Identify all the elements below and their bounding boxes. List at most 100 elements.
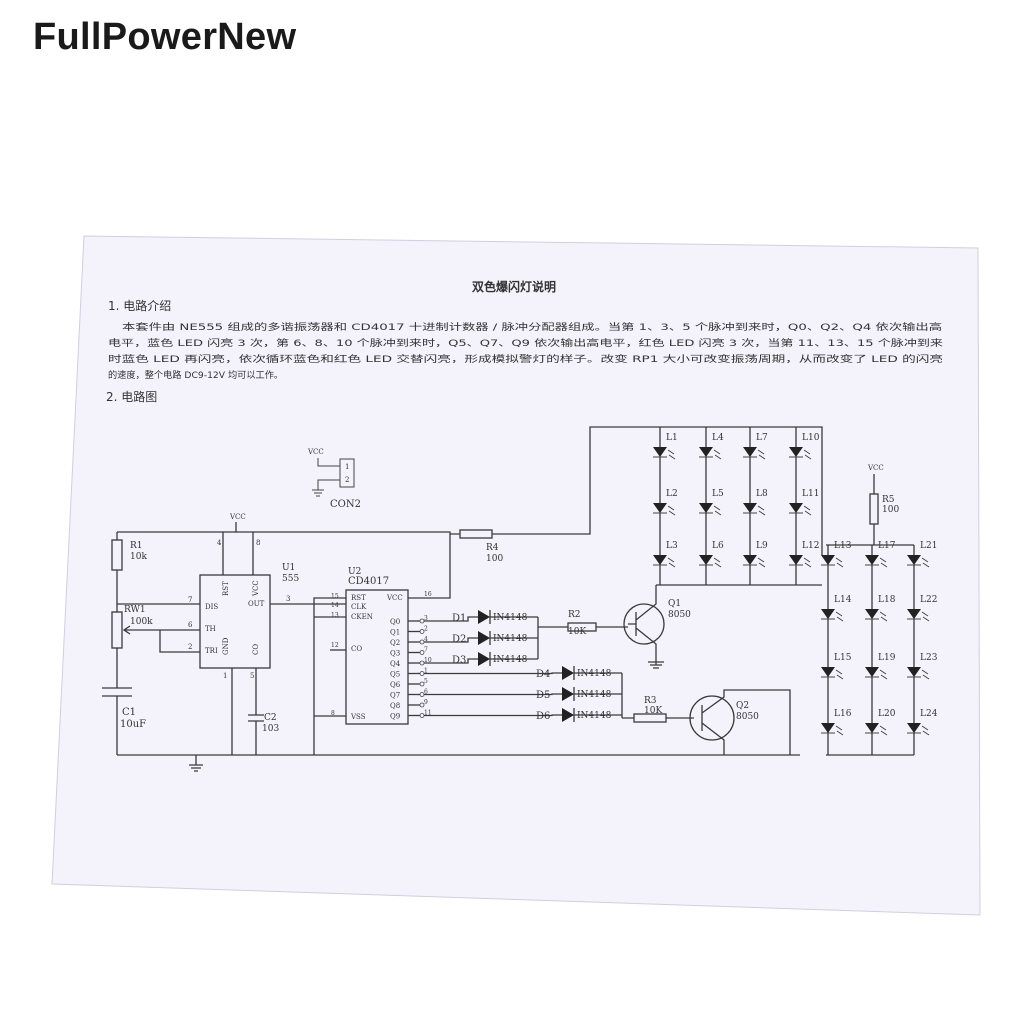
r5-label: R5	[882, 495, 895, 505]
led-label: L17	[878, 541, 896, 551]
svg-text:2: 2	[424, 626, 428, 633]
svg-text:10: 10	[424, 657, 432, 664]
led-label: L6	[712, 541, 724, 551]
led-l12	[789, 555, 803, 565]
svg-text:3: 3	[424, 615, 428, 622]
intro-line-2: 电平，蓝色 LED 闪亮 3 次，第 6、8、10 个脉冲到来时，Q5、Q7、Q…	[108, 337, 943, 349]
svg-text:1: 1	[223, 672, 227, 680]
svg-text:RST: RST	[222, 581, 230, 596]
svg-text:1: 1	[424, 668, 428, 675]
led-l19	[865, 667, 879, 677]
svg-text:2: 2	[188, 643, 192, 651]
svg-text:TRI: TRI	[205, 647, 218, 655]
r2-label: R2	[568, 610, 581, 620]
svg-text:DIS: DIS	[205, 603, 218, 611]
svg-text:CO: CO	[252, 644, 260, 655]
svg-text:7: 7	[424, 647, 428, 654]
led-label: L10	[802, 433, 820, 443]
u2-pin-q0: Q0	[390, 618, 400, 626]
svg-text:TH: TH	[205, 625, 216, 633]
led-l4	[699, 447, 713, 457]
led-label: L1	[666, 433, 678, 443]
r3-value: 10K	[644, 706, 662, 716]
u2-pin-q2: Q2	[390, 639, 400, 647]
u2-label: U2	[348, 567, 361, 577]
led-l7	[743, 447, 757, 457]
c2-label: C2	[264, 713, 277, 723]
u2-pin-q9: Q9	[390, 713, 400, 721]
ic-555	[199, 574, 271, 669]
paper-sheet	[51, 235, 981, 916]
connector-con2: VCC 1 2 CON2	[307, 448, 361, 510]
led-label: L20	[878, 709, 896, 719]
doc-title: 双色爆闪灯说明	[472, 279, 556, 294]
svg-text:CO: CO	[351, 645, 362, 653]
c1-label: C1	[122, 707, 136, 718]
led-l21	[907, 555, 921, 565]
q2-label: Q2	[736, 701, 749, 711]
led-label: L8	[756, 489, 768, 499]
led-label: L15	[834, 653, 852, 663]
svg-text:VCC: VCC	[867, 464, 884, 472]
led-label: L19	[878, 653, 896, 663]
u2-pin-q6: Q6	[390, 681, 401, 689]
section1-heading: 1. 电路介绍	[108, 298, 171, 313]
diode-ref-d5: D5	[536, 690, 550, 701]
led-l22	[907, 609, 921, 619]
diode-ref-d3: D3	[452, 655, 466, 666]
led-label: L5	[712, 489, 724, 499]
svg-text:OUT: OUT	[248, 600, 265, 608]
q2-part: 8050	[736, 712, 759, 722]
q1-label: Q1	[668, 599, 681, 609]
led-label: L14	[834, 595, 852, 605]
svg-text:7: 7	[188, 596, 192, 604]
resistor-r5: VCC R5 100	[826, 464, 914, 756]
r2-value: 10K	[568, 627, 586, 637]
transistor-q1	[623, 603, 665, 645]
led-label: L24	[920, 709, 938, 719]
svg-text:CLK: CLK	[351, 603, 367, 611]
svg-text:13: 13	[331, 612, 339, 619]
led-l23	[907, 667, 921, 677]
q1-part: 8050	[668, 610, 691, 620]
led-l5	[699, 503, 713, 513]
led-label: L9	[756, 541, 768, 551]
led-l20	[865, 723, 879, 733]
svg-text:CKEN: CKEN	[351, 613, 373, 621]
led-label: L23	[920, 653, 938, 663]
svg-text:VCC: VCC	[252, 580, 260, 597]
led-l1	[653, 447, 667, 457]
svg-text:4: 4	[217, 539, 222, 547]
r1-value: 10k	[130, 552, 147, 562]
svg-text:VCC: VCC	[386, 594, 403, 602]
con2-label: CON2	[330, 499, 361, 510]
led-label: L18	[878, 595, 896, 605]
svg-text:12: 12	[331, 642, 339, 649]
diode-part: IN4148	[577, 669, 612, 679]
u1-part: 555	[282, 574, 299, 584]
transistor-q2	[689, 695, 735, 741]
svg-text:11: 11	[424, 710, 432, 717]
svg-text:9: 9	[424, 699, 428, 706]
r4-label: R4	[486, 543, 499, 553]
u2-pin-q8: Q8	[390, 702, 400, 710]
diode-part: IN4148	[493, 613, 528, 623]
diode-d2	[478, 631, 490, 645]
driver-section: R2 10K Q1 8050 R3 10K Q2 8050	[538, 584, 822, 755]
led-label: L7	[756, 433, 768, 443]
svg-text:VSS: VSS	[350, 713, 366, 721]
con-vcc-label: VCC	[307, 448, 324, 456]
diode-d3	[478, 652, 490, 666]
r4-value: 100	[486, 554, 503, 564]
svg-text:RST: RST	[351, 594, 366, 602]
svg-text:6: 6	[188, 621, 193, 629]
led-l18	[865, 609, 879, 619]
led-label: L3	[666, 541, 678, 551]
led-l16	[821, 723, 835, 733]
svg-text:2: 2	[345, 476, 349, 484]
led-label: L13	[834, 541, 852, 551]
counter-section: U2 CD4017 RST CLK CKEN CO VSS 15 14 13 1…	[313, 426, 823, 755]
